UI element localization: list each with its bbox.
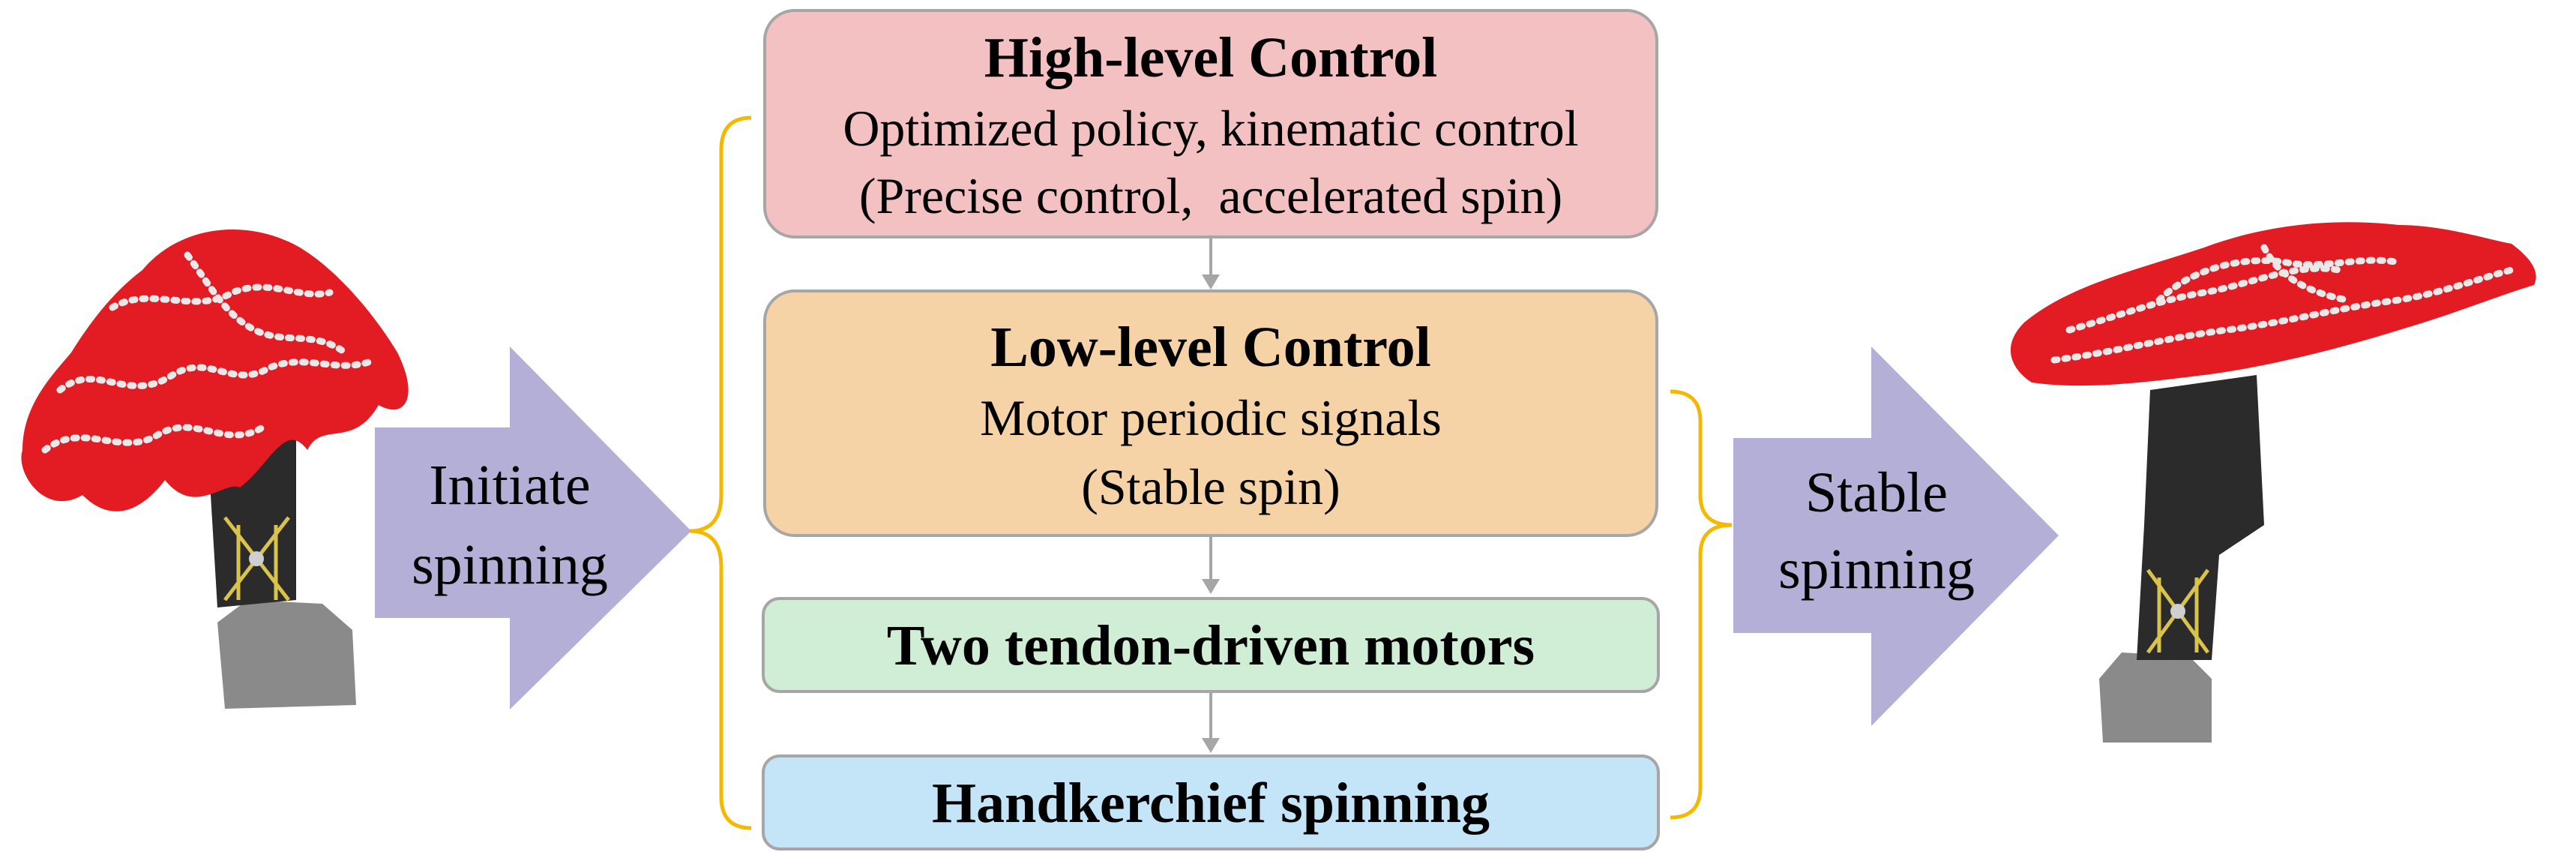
right-handkerchief — [2010, 222, 2536, 386]
high-level-line-2: (Precise control, accelerated spin) — [859, 167, 1562, 224]
low-level-title: Low-level Control — [990, 316, 1431, 379]
high-level-line-1: Optimized policy, kinematic control — [843, 100, 1578, 157]
initiate-arrow-label-1: Initiate — [429, 454, 590, 517]
spin-title: Handkerchief spinning — [932, 772, 1490, 835]
handkerchief-spinning-box: Handkerchief spinning — [762, 754, 1660, 850]
left-brace — [689, 116, 752, 830]
right-handkerchief-trim — [2050, 244, 2515, 364]
low-level-line-2: (Stable spin) — [1081, 458, 1340, 515]
motors-title: Two tendon-driven motors — [887, 614, 1535, 677]
stable-spinning-arrow: Stable spinning — [1733, 346, 2059, 726]
right-robot-base — [2099, 652, 2212, 742]
low-level-control-box: Low-level Control Motor periodic signals… — [763, 290, 1658, 537]
right-robot-tendons — [2146, 568, 2210, 654]
left-robot-photo — [21, 230, 409, 709]
stable-arrow-label-2: spinning — [1778, 538, 1975, 601]
stable-arrow-label-1: Stable — [1805, 461, 1948, 524]
connectors — [1202, 237, 1220, 753]
left-robot-tendons — [223, 516, 290, 602]
right-robot-photo — [2010, 222, 2536, 742]
motors-box: Two tendon-driven motors — [762, 597, 1660, 693]
low-level-box-bg — [763, 290, 1658, 537]
high-level-control-box: High-level Control Optimized policy, kin… — [763, 9, 1658, 238]
spin-box-bg — [762, 754, 1660, 850]
high-level-title: High-level Control — [984, 26, 1437, 89]
motors-box-bg — [762, 597, 1660, 693]
high-level-box-bg — [763, 9, 1658, 238]
right-robot-arm — [2137, 375, 2264, 660]
stable-arrow-shape — [1733, 346, 2059, 726]
left-robot-base — [217, 600, 356, 709]
initiate-arrow-label-2: spinning — [412, 533, 608, 596]
low-level-line-1: Motor periodic signals — [980, 389, 1442, 446]
left-handkerchief-trim — [41, 251, 379, 454]
initiate-spinning-arrow: Initiate spinning — [375, 346, 691, 710]
right-brace — [1670, 389, 1733, 820]
initiate-arrow-shape — [375, 346, 691, 710]
